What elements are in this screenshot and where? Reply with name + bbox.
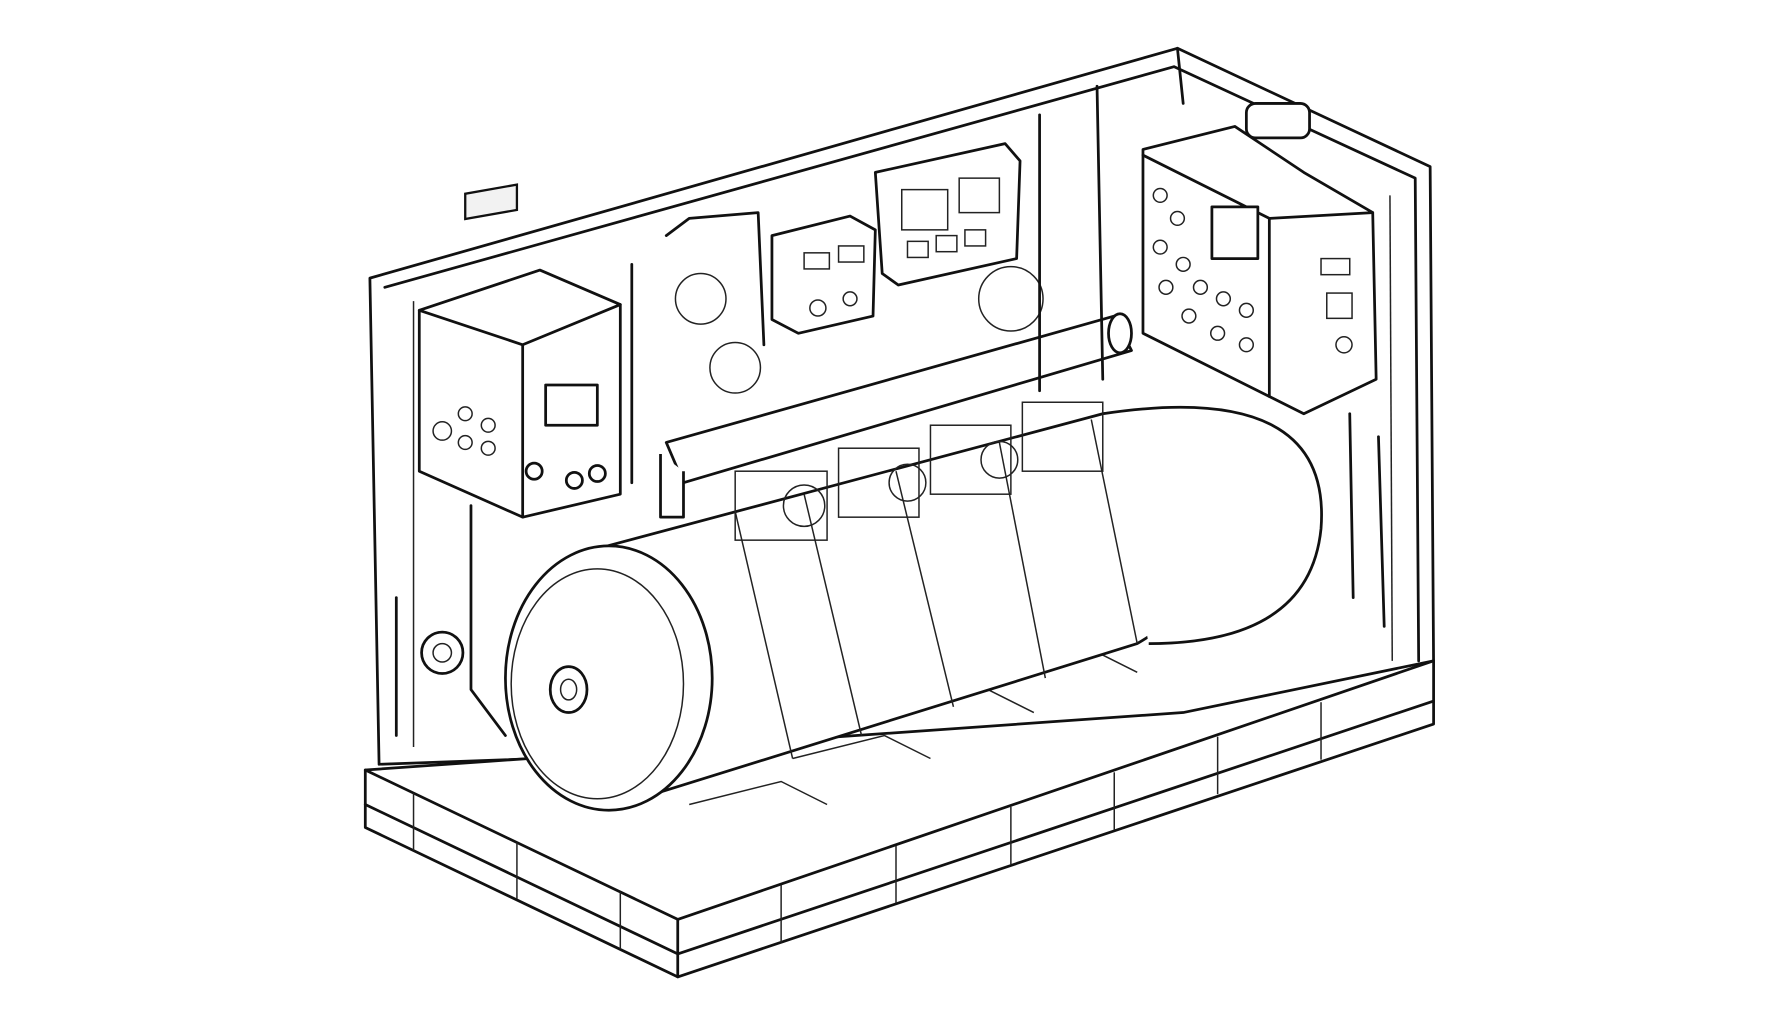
engine-block	[674, 265, 1104, 541]
pipes	[394, 84, 1386, 737]
pump	[420, 630, 465, 675]
alternator-body	[584, 405, 1323, 806]
panel-meter-icon	[1210, 205, 1260, 260]
display-panel	[873, 142, 1022, 287]
small-control-box	[770, 214, 877, 335]
generator-end-cap	[504, 544, 714, 812]
meter-gauge-icon	[544, 383, 599, 427]
exhaust-pipe	[659, 312, 1133, 519]
right-control-panel	[1141, 102, 1378, 416]
left-control-box	[417, 183, 622, 519]
